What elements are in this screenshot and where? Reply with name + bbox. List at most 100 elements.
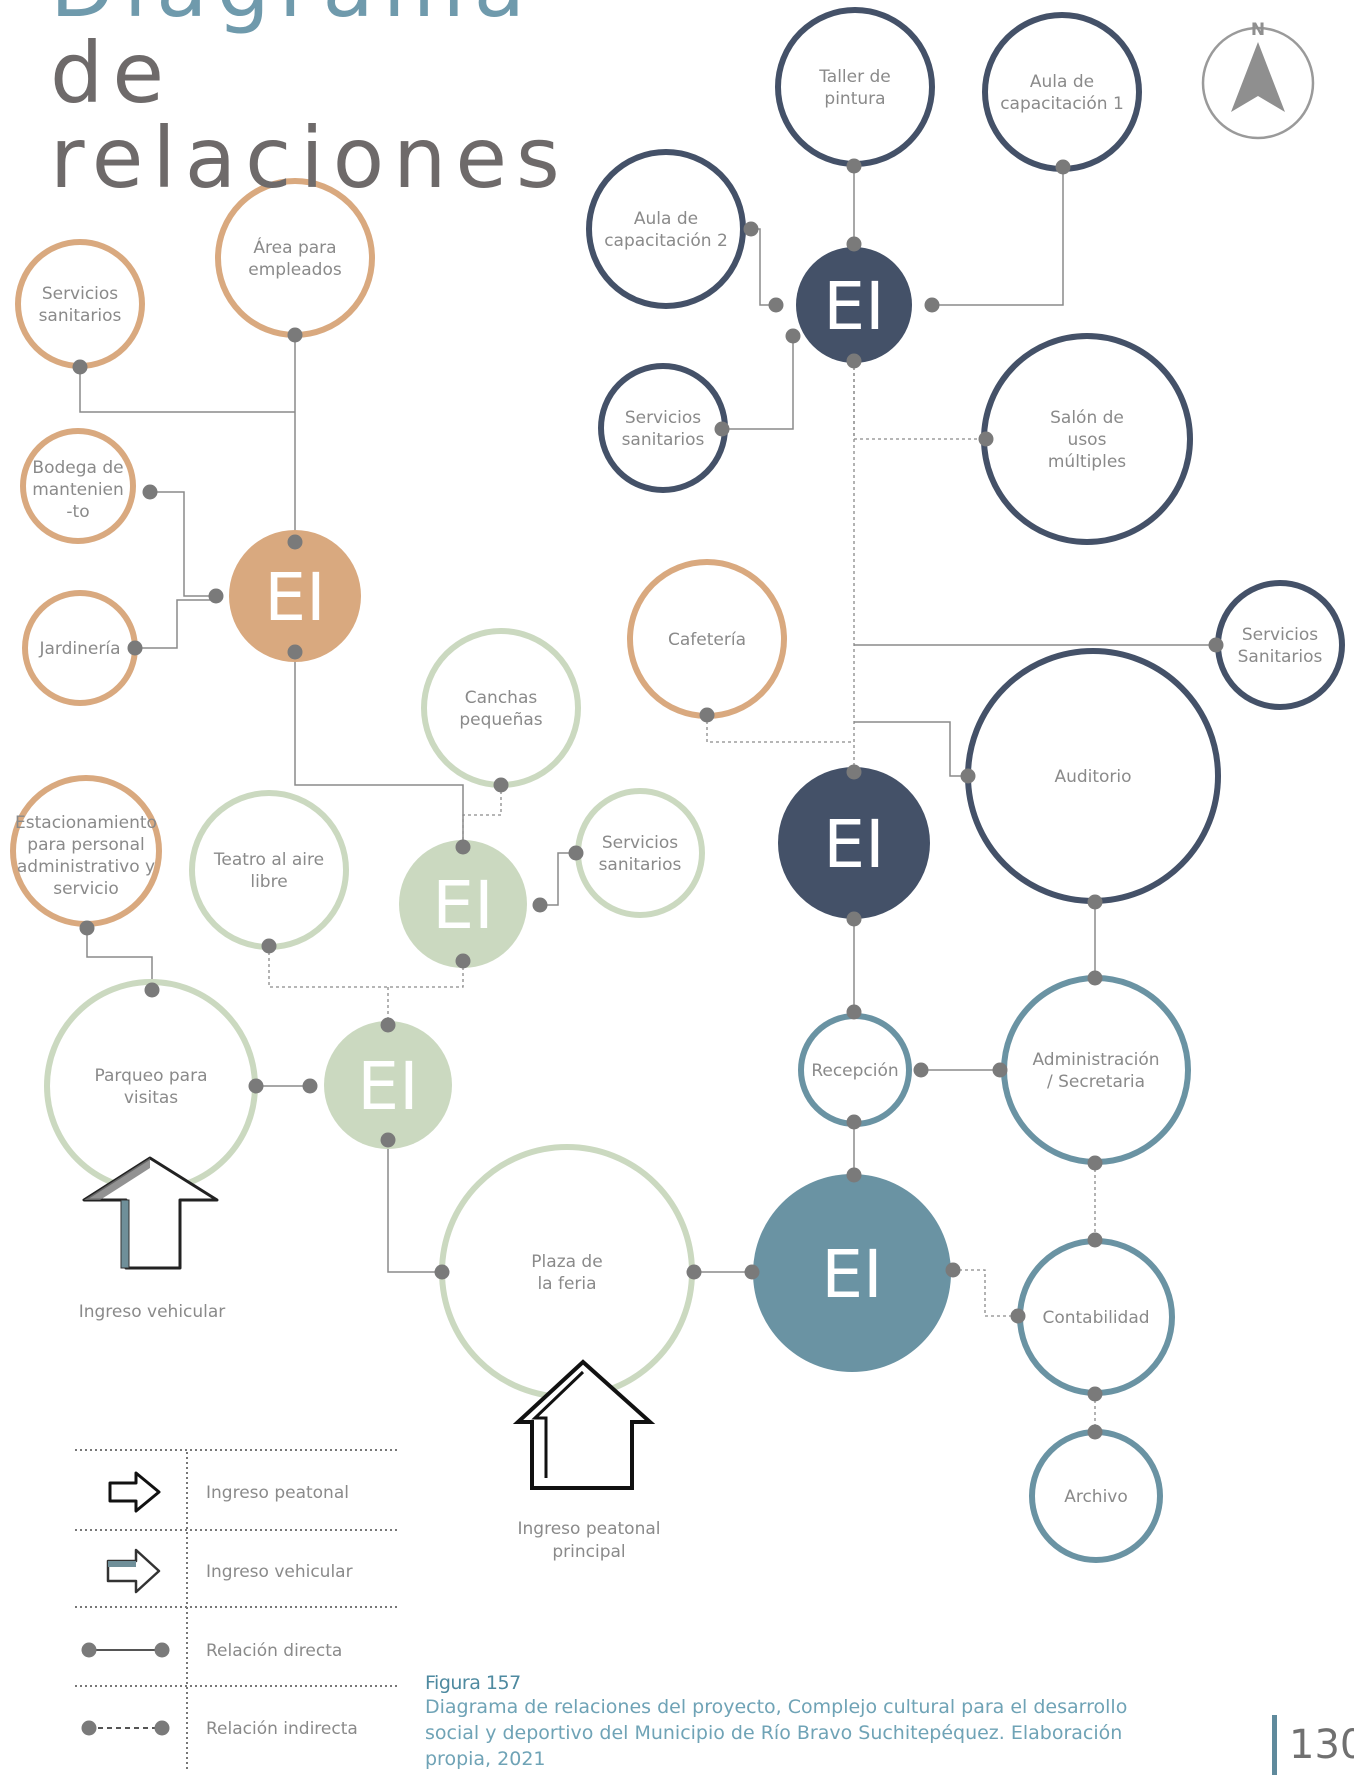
connection-dot (79, 920, 95, 936)
connection-dot (846, 764, 862, 780)
figure-number: Figura 157 (425, 1672, 521, 1694)
direct-relation-line (540, 852, 576, 906)
space-label: Plaza de (531, 1252, 602, 1272)
connection-dot (380, 1132, 396, 1148)
connection-dot (1087, 1232, 1103, 1248)
space-label: Cafetería (668, 630, 746, 650)
connection-dot (960, 768, 976, 784)
connection-dot (1087, 1386, 1103, 1402)
connection-dot (144, 982, 160, 998)
space-ring (1001, 975, 1191, 1165)
hub-label: EI (823, 268, 884, 345)
space-ring (586, 149, 746, 309)
space-label: / Secretaria (1047, 1072, 1145, 1092)
connection-dot (261, 938, 277, 954)
space-label: pequeñas (459, 710, 542, 730)
space-label: Jardinería (39, 639, 121, 659)
hub-circle (399, 840, 527, 968)
title-line-1: Diagrama (50, 0, 569, 31)
hub-circle (753, 1174, 951, 1372)
indirect-relation-line (853, 361, 986, 440)
space-ring (598, 363, 728, 493)
connection-dot (743, 221, 759, 237)
space-label: Recepción (811, 1061, 898, 1081)
space-ring (421, 628, 581, 788)
space-label: Servicios (602, 833, 678, 853)
space-ring (575, 788, 705, 918)
direct-relation-line (854, 721, 968, 777)
space-auditorio: Auditorio (965, 648, 1221, 904)
connection-dot (493, 777, 509, 793)
hub-label: EI (823, 806, 884, 883)
direct-relation-line (135, 599, 216, 649)
legend-label: Relación indirecta (206, 1719, 358, 1739)
legend-indirecta: Relación indirecta (81, 1719, 358, 1739)
connection-dot (1010, 1308, 1026, 1324)
connection-dot (455, 839, 471, 855)
connection-dot (1208, 637, 1224, 653)
space-label: Teatro al aire (213, 850, 324, 870)
hub-circle (778, 767, 930, 919)
space-label: Administración (1032, 1050, 1159, 1070)
connection-dot (744, 1264, 760, 1280)
connection-dot (1087, 894, 1103, 910)
connection-dot (287, 327, 303, 343)
space-label: Auditorio (1054, 767, 1131, 787)
connection-dot (846, 236, 862, 252)
space-ring (982, 12, 1142, 172)
vehicle-entrance-arrow-icon (82, 1156, 219, 1270)
space-label: para personal (27, 835, 144, 855)
connection-dot (785, 328, 801, 344)
space-archivo: Archivo (1029, 1429, 1163, 1563)
space-label: Sanitarios (1238, 647, 1323, 667)
space-label: Área para (253, 236, 336, 258)
compass-letter: N (1251, 20, 1265, 40)
hub-circle (229, 530, 361, 662)
pedestrian-entrance-label: principal (552, 1542, 625, 1562)
title-line-3: relaciones (50, 109, 569, 208)
page-number: 130 (1272, 1715, 1354, 1775)
space-label: visitas (124, 1088, 178, 1108)
hub-circle (324, 1021, 452, 1149)
space-label: Servicios (625, 408, 701, 428)
space-recepcion: Recepción (798, 1013, 912, 1127)
connection-dot (208, 588, 224, 604)
space-ring (189, 790, 349, 950)
space-label: capacitación 2 (604, 231, 728, 251)
legend-directa: Relación directa (81, 1641, 342, 1661)
connection-dot (978, 431, 994, 447)
connection-dot (127, 640, 143, 656)
space-label: Taller de (818, 67, 891, 87)
direct-relation-line (150, 491, 216, 597)
space-label: Parqueo para (94, 1066, 207, 1086)
hub-green-lower: EI (324, 1021, 452, 1149)
space-label: sanitarios (599, 855, 682, 875)
direct-relation-line (722, 336, 794, 430)
space-label: empleados (248, 260, 342, 280)
connection-dot (72, 359, 88, 375)
space-ring (775, 7, 935, 167)
connection-dot (1087, 1155, 1103, 1171)
connection-dot (945, 1262, 961, 1278)
space-contabilidad: Contabilidad (1017, 1238, 1175, 1396)
indirect-relation-line (953, 1269, 1018, 1317)
pedestrian-entrance-label: Ingreso peatonal (518, 1519, 661, 1539)
connection-dot (846, 1114, 862, 1130)
space-label: múltiples (1048, 452, 1126, 472)
connection-dot (532, 897, 548, 913)
space-label: libre (250, 872, 287, 892)
title-line-2: de (50, 23, 173, 122)
space-label: Canchas (465, 688, 538, 708)
